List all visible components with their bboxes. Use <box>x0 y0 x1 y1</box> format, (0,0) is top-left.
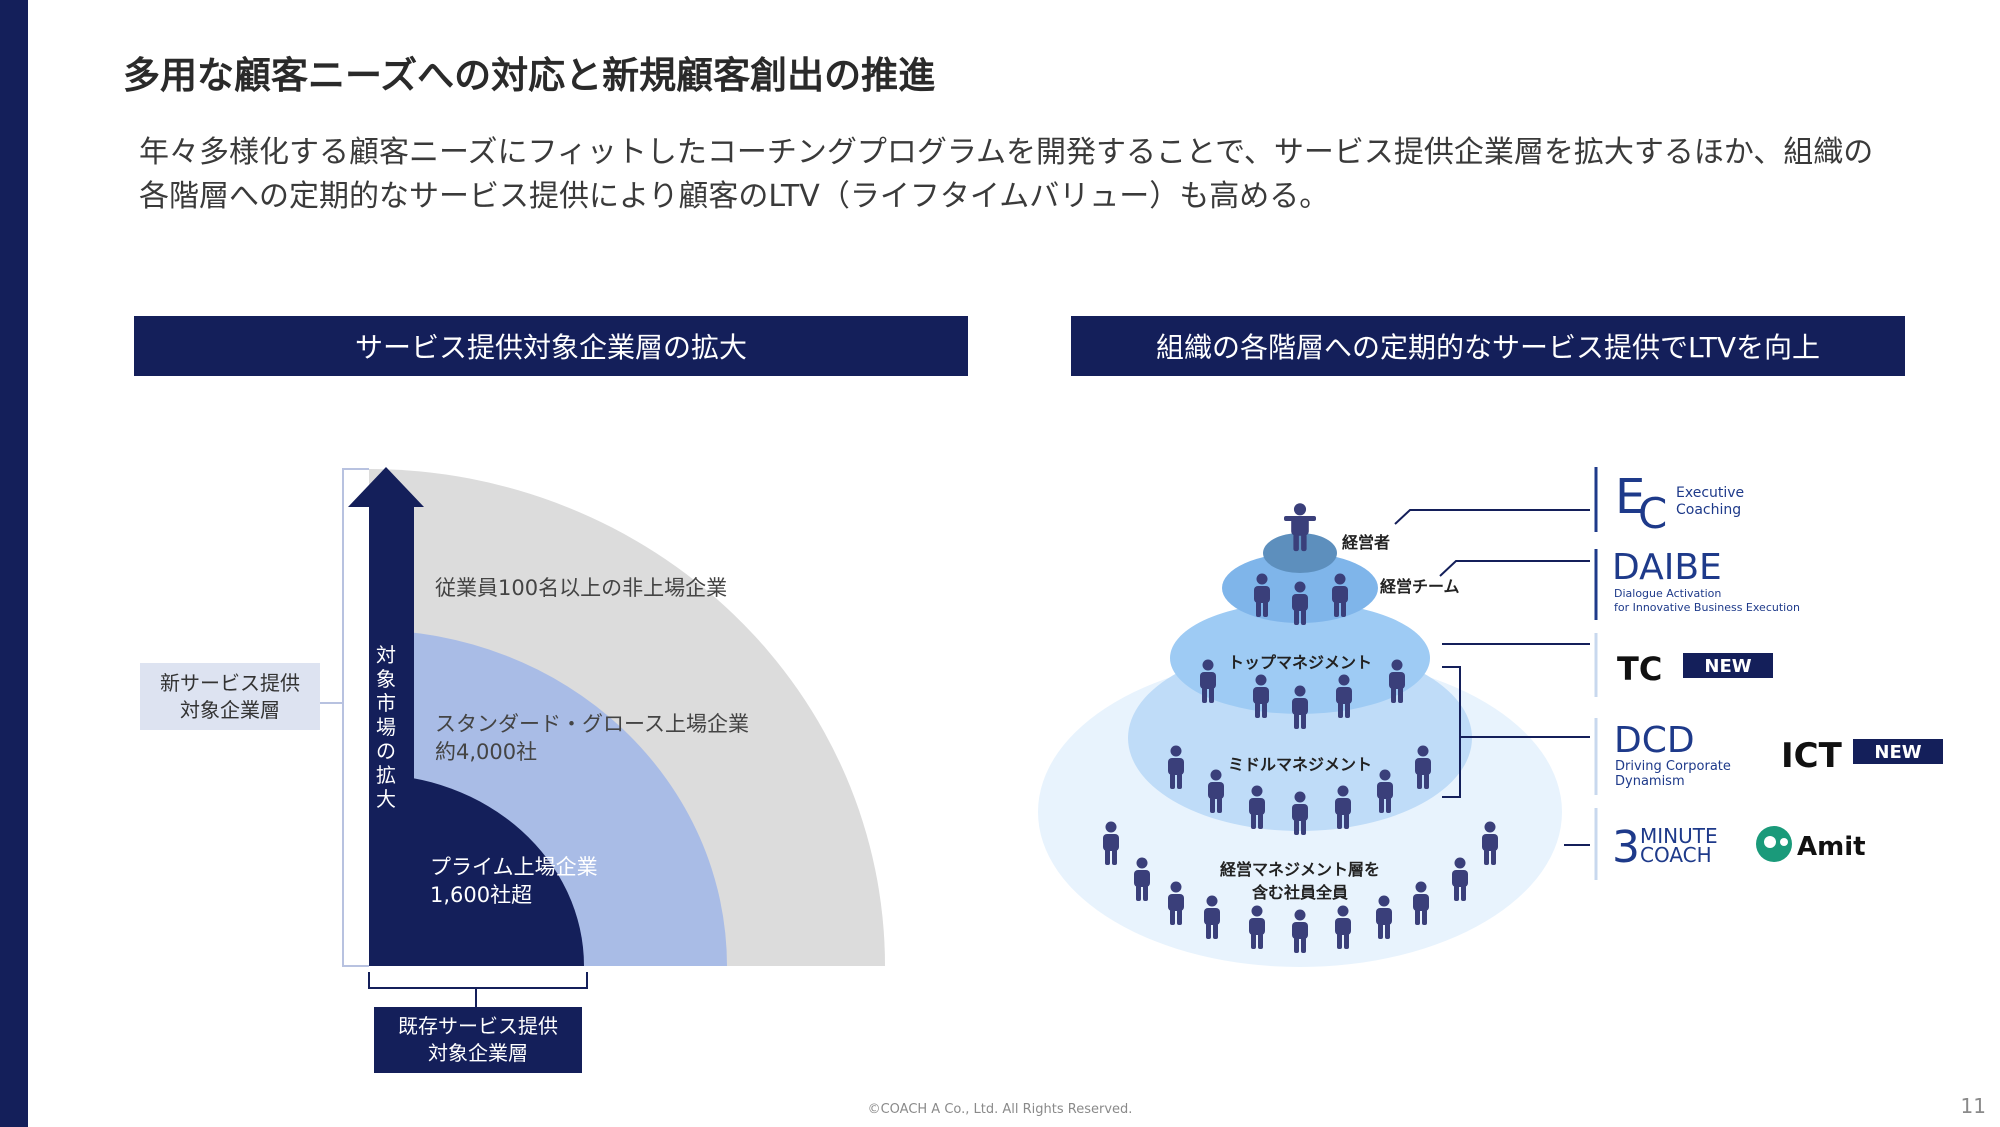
daibe-line2: for Innovative Business Execution <box>1614 601 1800 614</box>
inner-segment-count: 1,600社超 <box>430 883 532 907</box>
market-quadrant-diagram: 対 象 市 場 の 拡 大 従業員100名以上の非上場企業 スタンダード・グロー… <box>140 467 885 1073</box>
arrow-char: 場 <box>376 715 396 739</box>
three-minute-line1: MINUTE <box>1640 824 1718 848</box>
copyright-footer: ©COACH A Co., Ltd. All Rights Reserved. <box>867 1102 1133 1117</box>
layer-label-all-line2: 含む社員全員 <box>1252 883 1348 902</box>
tc-new-badge <box>1683 653 1773 678</box>
left-panel-header: サービス提供対象企業層の拡大 <box>134 316 968 376</box>
ec-line1: Executive <box>1676 485 1744 501</box>
layer-label-ceo: 経営者 <box>1342 533 1390 552</box>
new-service-box <box>140 663 320 730</box>
existing-segment-bracket <box>368 972 588 989</box>
market-expansion-arrow-shaft <box>369 506 414 966</box>
people-icons <box>1103 503 1498 953</box>
new-segment-bracket <box>342 468 369 967</box>
dcd-line1: Driving Corporate <box>1615 759 1731 774</box>
ict-logo: ICT NEW <box>1781 736 1943 776</box>
existing-service-box-line1: 既存サービス提供 <box>398 1014 558 1038</box>
right-panel-header: 組織の各階層への定期的なサービス提供でLTVを向上 <box>1071 316 1905 376</box>
existing-service-box <box>374 1007 582 1073</box>
existing-service-box-line2: 対象企業層 <box>428 1041 528 1065</box>
tc-new-badge-label: NEW <box>1704 656 1751 677</box>
arrow-char: 象 <box>376 667 396 691</box>
layer-top-management <box>1170 602 1430 714</box>
outer-segment-label: 従業員100名以上の非上場企業 <box>435 576 727 600</box>
three-minute-digit: 3 <box>1612 822 1640 873</box>
middle-segment-count: 約4,000社 <box>435 740 537 764</box>
left-accent-bar <box>0 0 28 1127</box>
layer-label-team: 経営チーム <box>1380 577 1460 596</box>
new-service-box-line1: 新サービス提供 <box>160 671 300 695</box>
ec-mark-e: E <box>1615 469 1645 525</box>
executive-coaching-logo: E C Executive Coaching <box>1615 469 1744 538</box>
arrow-char: の <box>376 739 396 763</box>
market-expansion-arrow-head <box>348 467 424 507</box>
ec-line2: Coaching <box>1676 502 1741 518</box>
daibe-name: DAIBE <box>1612 547 1722 588</box>
three-minute-coach-logo: 3 MINUTE COACH <box>1612 822 1718 873</box>
lead-text: 年々多様化する顧客ニーズにフィットしたコーチングプログラムを開発することで、サー… <box>139 135 1874 214</box>
middle-segment-label: スタンダード・グロース上場企業 <box>435 712 749 736</box>
inner-segment <box>369 774 584 966</box>
ec-mark-c: C <box>1638 489 1667 538</box>
arrow-char: 拡 <box>376 763 396 787</box>
amit-logo: Amit <box>1756 826 1866 862</box>
daibe-line1: Dialogue Activation <box>1614 587 1721 600</box>
program-connectors <box>1394 509 1590 846</box>
daibe-logo: DAIBE Dialogue Activation for Innovative… <box>1612 547 1800 614</box>
arrow-char: 大 <box>376 787 396 811</box>
inner-segment-label: プライム上場企業 <box>430 855 598 879</box>
dcd-logo: DCD Driving Corporate Dynamism <box>1614 720 1731 789</box>
ict-name: ICT <box>1781 736 1843 776</box>
dcd-line2: Dynamism <box>1615 774 1685 789</box>
layer-ceo <box>1263 533 1337 573</box>
arrow-char: 対 <box>376 643 396 667</box>
layer-label-top: トップマネジメント <box>1228 653 1372 672</box>
tc-name: TC <box>1617 650 1662 688</box>
page-title: 多用な顧客ニーズへの対応と新規顧客創出の推進 <box>123 54 936 97</box>
new-service-box-line2: 対象企業層 <box>180 698 280 722</box>
amit-name: Amit <box>1797 832 1866 862</box>
arrow-char: 市 <box>376 691 396 715</box>
ict-new-badge <box>1853 739 1943 764</box>
page-number: 11 <box>1960 1094 1986 1118</box>
ceo-person-icon <box>1284 503 1316 552</box>
layer-label-all-line1: 経営マネジメント層を <box>1220 860 1380 879</box>
dcd-name: DCD <box>1614 720 1695 761</box>
ict-new-badge-label: NEW <box>1874 742 1921 763</box>
three-minute-line2: COACH <box>1640 843 1712 867</box>
organization-pyramid: 経営者 経営チーム トップマネジメント ミドルマネジメント 経営マネジメント層を… <box>1038 467 1943 967</box>
layer-label-middle: ミドルマネジメント <box>1228 755 1372 774</box>
arrow-label: 対 象 市 場 の 拡 大 <box>376 643 396 811</box>
tc-logo: TC NEW <box>1617 650 1773 688</box>
